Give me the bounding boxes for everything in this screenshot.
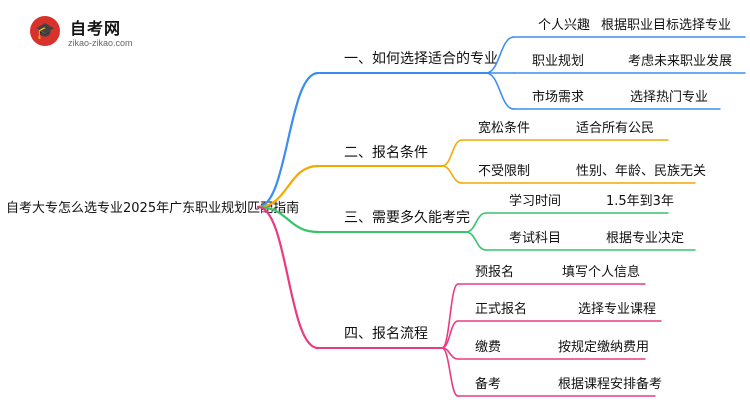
subtopic-connector [441,347,459,397]
branch-connector [256,164,320,209]
subtopic-detail: 按规定缴纳费用 [558,340,649,355]
root-topic: 自考大专怎么选专业2025年广东职业规划匹配指南 [6,200,299,216]
logo-title: 自考网 [70,19,122,38]
subtopic-detail: 根据职业目标选择专业 [601,18,731,33]
branch-topic: 三、需要多久能考完 [344,209,470,226]
subtopic-label: 职业规划 [532,54,584,69]
subtopic-detail: 适合所有公民 [576,121,654,136]
subtopic-label: 市场需求 [532,89,584,105]
subtopic-label: 预报名 [475,264,514,280]
subtopic-detail: 根据专业决定 [606,231,684,246]
subtopic-connector [485,36,515,74]
subtopic-connector [485,72,515,110]
graduation-cap-icon: 🎓 [30,16,60,46]
site-logo[interactable]: 🎓 自考网 zikao-zikao.com [30,14,150,54]
subtopic-detail: 1.5年到3年 [606,194,674,209]
subtopic-detail: 考虑未来职业发展 [628,53,732,69]
subtopic-connector [441,283,459,349]
subtopic-detail: 选择专业课程 [578,302,656,317]
subtopic-connector [465,212,487,233]
subtopic-connector [441,165,463,184]
subtopic-detail: 选择热门专业 [630,90,708,105]
branch-connector [256,205,320,234]
subtopic-detail: 性别、年龄、民族无关 [576,163,706,179]
subtopic-connector [441,320,459,349]
subtopic-label: 正式报名 [475,301,527,317]
subtopic-connector [441,139,463,167]
branch-topic: 四、报名流程 [344,326,428,342]
subtopic-label: 宽松条件 [478,120,530,136]
subtopic-connector [465,231,487,251]
subtopic-label: 学习时间 [509,193,561,209]
branch-topic: 二、报名条件 [344,144,428,161]
branch-connector [256,205,320,350]
logo-subtitle: zikao-zikao.com [68,38,133,48]
subtopic-label: 考试科目 [509,231,561,246]
subtopic-label: 备考 [475,376,501,392]
subtopic-label: 个人兴趣 [538,18,590,33]
subtopic-detail: 填写个人信息 [562,264,640,280]
branch-connector [256,71,320,209]
branch-topic: 一、如何选择适合的专业 [344,51,498,67]
subtopic-label: 不受限制 [478,164,530,179]
subtopic-detail: 根据课程安排备考 [558,376,662,392]
subtopic-label: 缴费 [475,340,501,355]
